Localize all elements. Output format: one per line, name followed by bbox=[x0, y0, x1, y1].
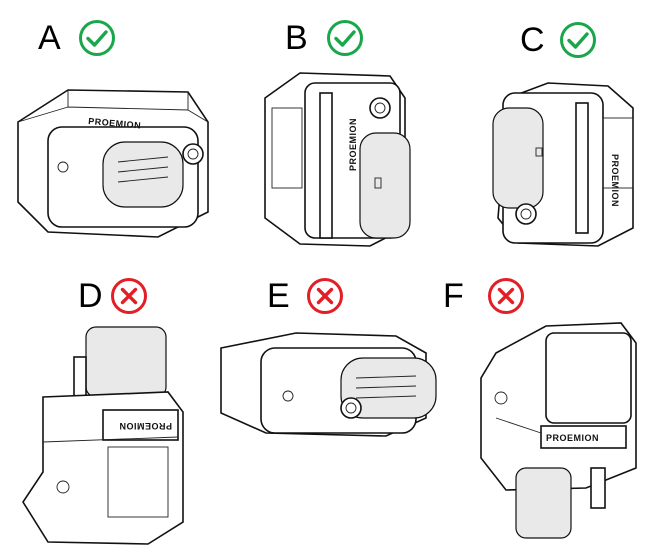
cross-circle-icon bbox=[488, 278, 524, 314]
check-circle-icon bbox=[560, 22, 596, 58]
device-image-b: PROEMION bbox=[264, 72, 411, 247]
device-image-f: PROEMION bbox=[480, 322, 637, 539]
option-label-e: E bbox=[267, 277, 290, 315]
option-label-f: F bbox=[443, 277, 464, 315]
check-circle-icon bbox=[327, 20, 363, 56]
svg-text:PROEMION: PROEMION bbox=[88, 116, 142, 131]
cross-circle-icon bbox=[111, 278, 147, 314]
device-image-a: PROEMION bbox=[17, 89, 209, 238]
cross-circle-icon bbox=[307, 278, 343, 314]
svg-text:PROEMION: PROEMION bbox=[610, 154, 620, 207]
option-label-a: A bbox=[38, 19, 61, 57]
device-image-e bbox=[220, 332, 437, 437]
option-label-b: B bbox=[285, 19, 308, 57]
device-image-d: PROEMION bbox=[22, 326, 184, 545]
check-circle-icon bbox=[79, 20, 115, 56]
svg-text:PROEMION: PROEMION bbox=[119, 421, 172, 431]
device-image-c: PROEMION bbox=[492, 82, 634, 247]
option-label-d: D bbox=[78, 277, 103, 315]
option-label-c: C bbox=[520, 21, 545, 59]
svg-text:PROEMION: PROEMION bbox=[348, 118, 358, 171]
svg-text:PROEMION: PROEMION bbox=[546, 433, 599, 443]
